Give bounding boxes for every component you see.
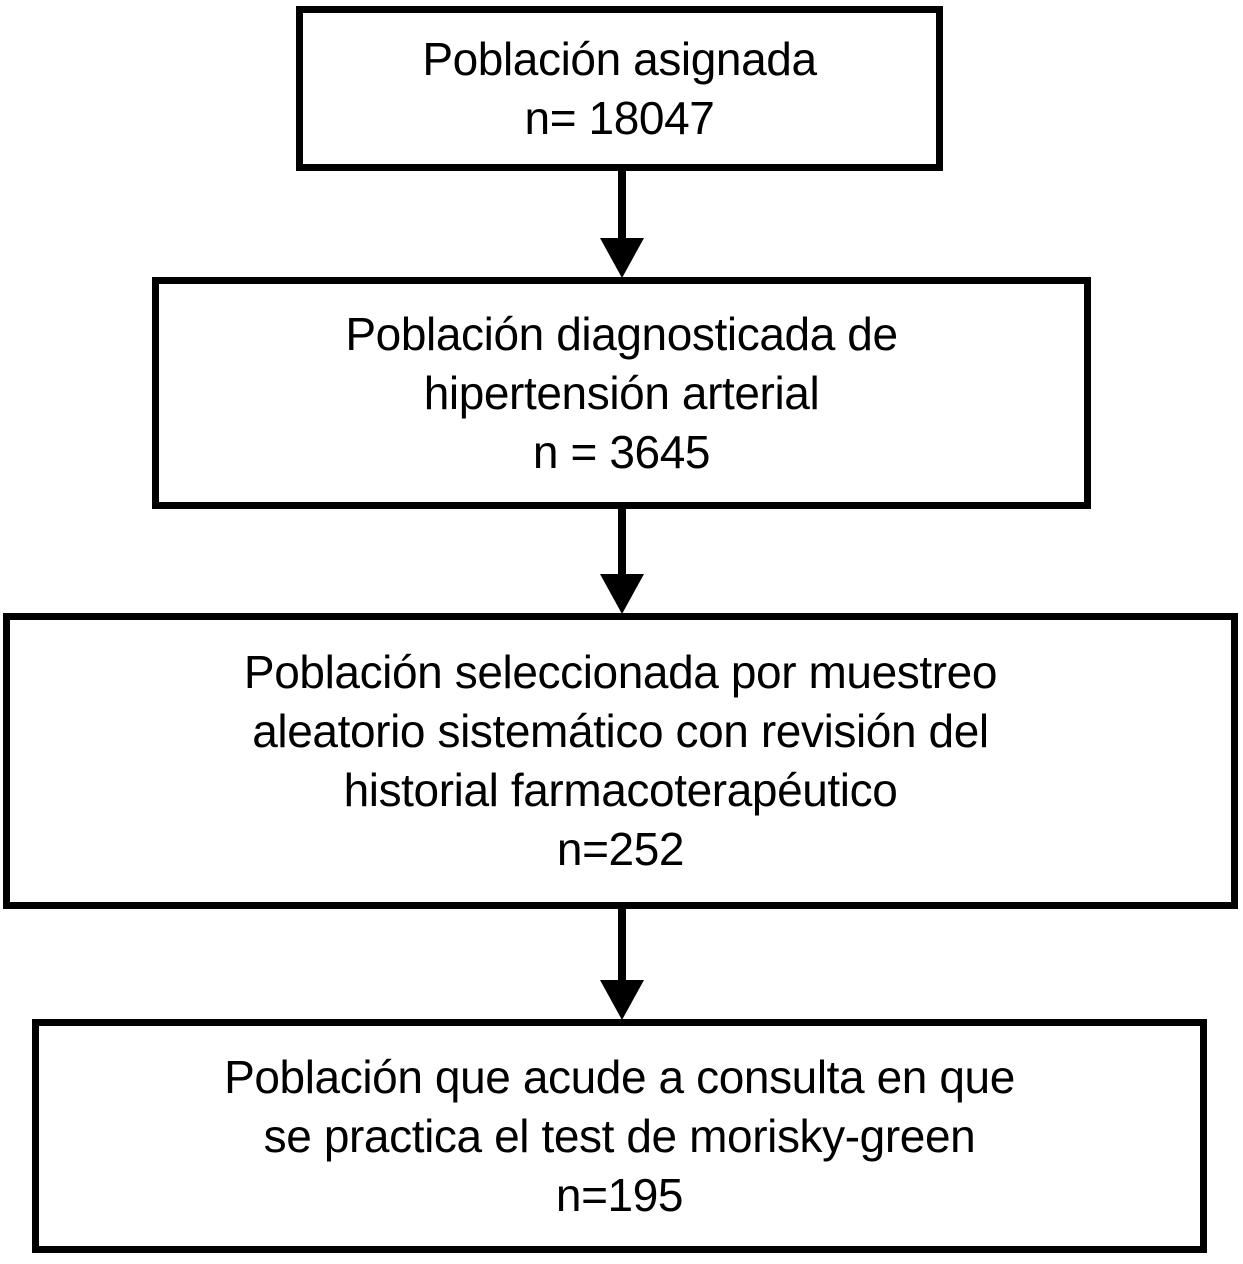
flowchart-node-poblacion-consulta-morisky-green: Población que acude a consulta en que se… bbox=[32, 1019, 1207, 1253]
arrow-shaft bbox=[618, 508, 626, 575]
node-text-line: aleatorio sistemático con revisión del bbox=[252, 705, 989, 757]
flowchart-node-poblacion-diagnosticada: Población diagnosticada de hipertensión … bbox=[152, 277, 1091, 509]
node-text-line: n= 18047 bbox=[524, 91, 715, 144]
node-text-line: n=252 bbox=[556, 823, 685, 875]
node-text-line: Población que acude a consulta en que bbox=[224, 1050, 1015, 1103]
node-text-line: Población asignada bbox=[422, 32, 817, 85]
node-text-line: historial farmacoterapéutico bbox=[343, 764, 898, 816]
flowchart-node-poblacion-asignada: Población asignada n= 18047 bbox=[296, 6, 943, 171]
arrow-down-icon-3 bbox=[600, 908, 644, 1020]
node-text-line: n=195 bbox=[555, 1168, 684, 1221]
flowchart-node-poblacion-seleccionada: Población seleccionada por muestreo alea… bbox=[3, 613, 1238, 909]
arrow-head bbox=[600, 980, 644, 1020]
node-text-line: n = 3645 bbox=[532, 425, 711, 478]
node-text-line: Población diagnosticada de bbox=[345, 307, 898, 360]
arrow-shaft bbox=[618, 170, 626, 239]
arrow-down-icon-1 bbox=[600, 170, 644, 278]
node-text-line: Población seleccionada por muestreo bbox=[243, 646, 998, 698]
node-text-line: se practica el test de morisky-green bbox=[263, 1109, 976, 1162]
arrow-down-icon-2 bbox=[600, 508, 644, 614]
arrow-head bbox=[600, 238, 644, 278]
arrow-head bbox=[600, 574, 644, 614]
node-text-line: hipertensión arterial bbox=[423, 366, 820, 419]
arrow-shaft bbox=[618, 908, 626, 981]
